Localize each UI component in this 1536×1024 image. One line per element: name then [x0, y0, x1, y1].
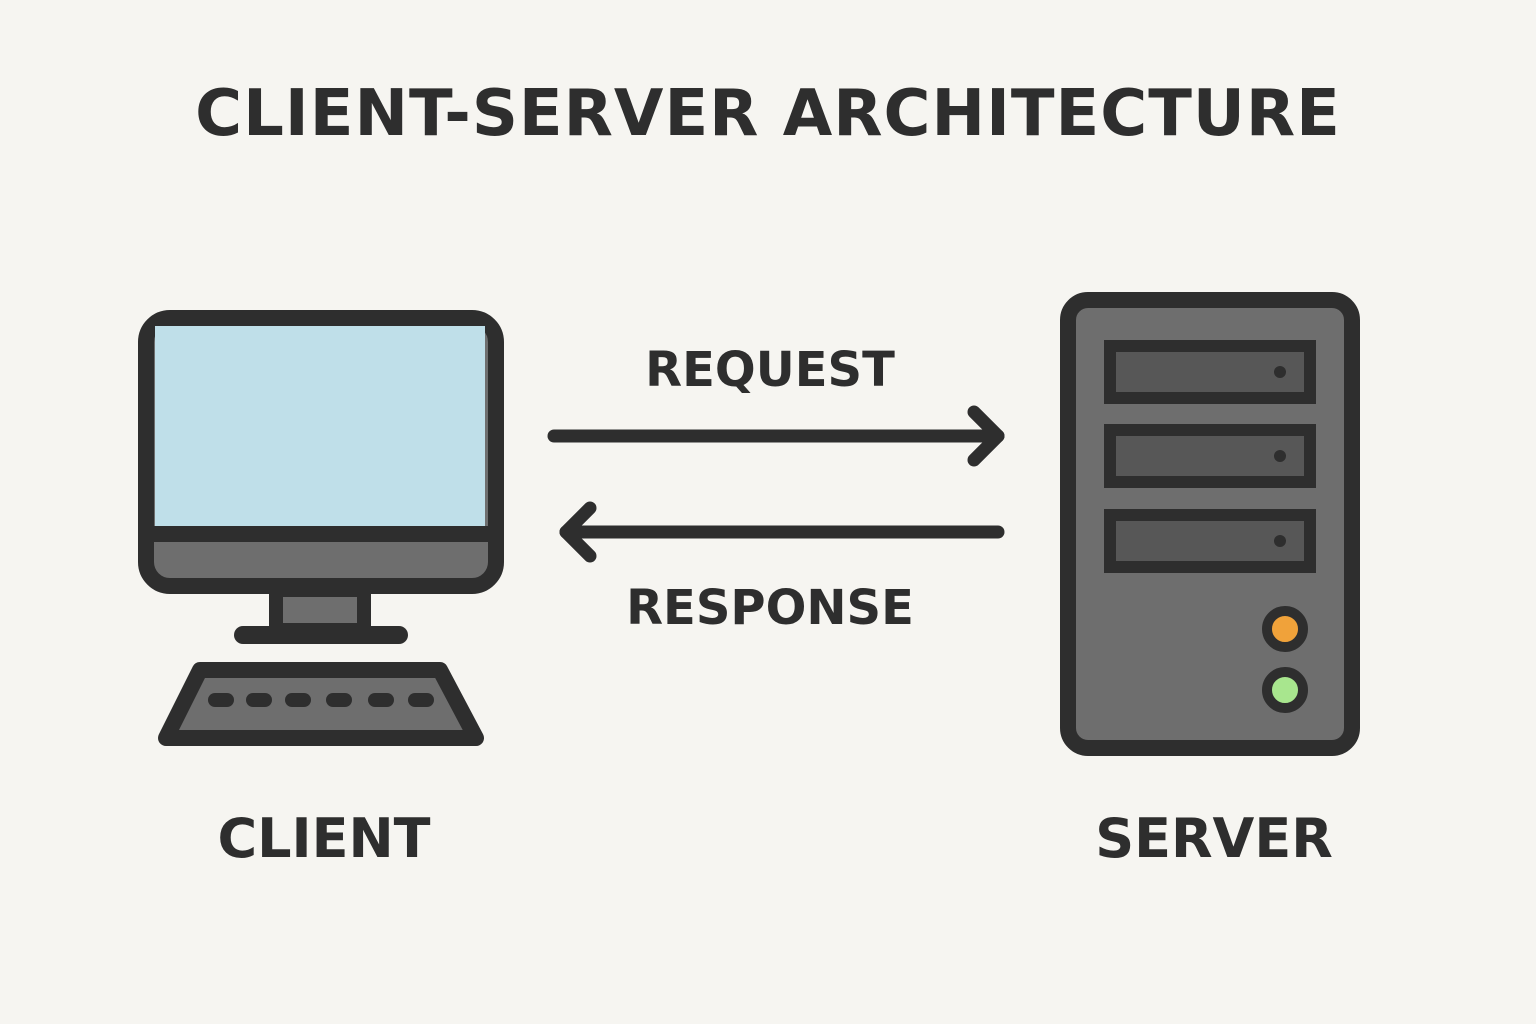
green-indicator-light [1262, 667, 1308, 713]
drive-bay-led [1274, 450, 1286, 462]
request-arrow [547, 405, 1005, 467]
keyboard-key [326, 693, 352, 707]
request-label: REQUEST [645, 342, 895, 398]
response-arrowhead [559, 501, 597, 563]
response-label: RESPONSE [626, 580, 914, 636]
keyboard [158, 662, 484, 746]
monitor-stand [269, 583, 371, 637]
monitor-screen [155, 326, 485, 526]
monitor-base [234, 626, 408, 644]
desktop-computer-icon [138, 310, 504, 746]
drive-bays [1104, 340, 1316, 573]
drive-bay-led [1274, 535, 1286, 547]
client-label: CLIENT [217, 807, 431, 870]
keyboard-key [368, 693, 394, 707]
keyboard-key [208, 693, 234, 707]
response-arrow [559, 501, 1005, 563]
keyboard-key [408, 693, 434, 707]
drive-bay-led [1274, 366, 1286, 378]
diagram-title: CLIENT-SERVER ARCHITECTURE [195, 77, 1341, 151]
orange-indicator-light [1262, 606, 1308, 652]
server-label: SERVER [1095, 807, 1333, 870]
keyboard-key [246, 693, 272, 707]
keyboard-key [285, 693, 311, 707]
request-arrowhead [967, 405, 1005, 467]
keyboard-keys [208, 693, 434, 707]
server-tower-icon [1060, 292, 1360, 756]
